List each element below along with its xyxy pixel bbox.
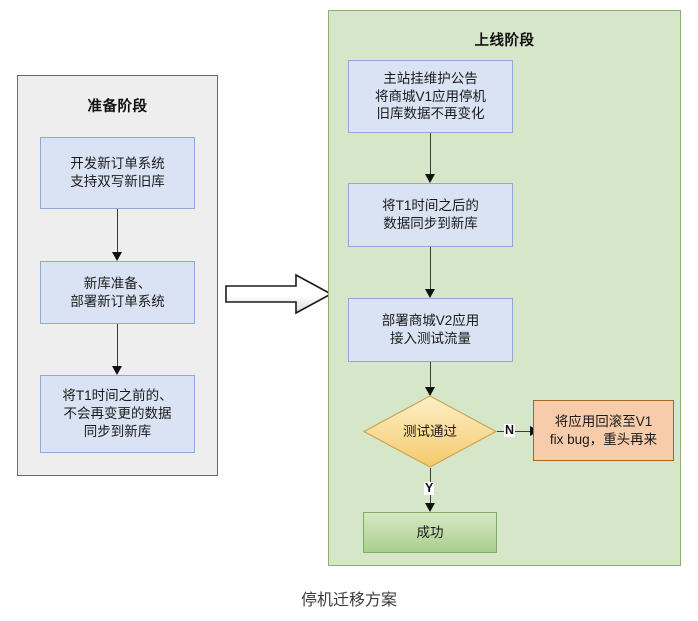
arrowhead-launch-1-2 [425, 174, 435, 183]
arrowhead-prep-2-3 [112, 366, 122, 375]
decision-label: 测试通过 [403, 423, 457, 439]
phase-transition-arrow [225, 273, 333, 315]
connector-prep-1-2 [116, 209, 119, 255]
node-success[interactable]: 成功 [363, 512, 497, 553]
edge-label-yes: Y [424, 481, 435, 495]
node-maintenance-notice[interactable]: 主站挂维护公告 将商城V1应用停机 旧库数据不再变化 [348, 60, 513, 133]
connector-launch-2-3 [429, 247, 432, 292]
prep-phase-title: 准备阶段 [87, 99, 148, 115]
launch-phase-title: 上线阶段 [474, 33, 535, 49]
node-sync-after-t1[interactable]: 将T1时间之后的 数据同步到新库 [348, 183, 513, 247]
node-deploy-v2[interactable]: 部署商城V2应用 接入测试流量 [348, 298, 513, 362]
arrowhead-launch-2-3 [425, 289, 435, 298]
node-test-pass-decision[interactable]: 测试通过 [363, 395, 497, 468]
edge-label-no: N [504, 423, 516, 437]
node-rollback[interactable]: 将应用回滚至V1 fix bug，重头再来 [533, 400, 674, 461]
arrowhead-decision-success [425, 503, 435, 512]
diagram-caption: 停机迁移方案 [300, 592, 397, 609]
arrowhead-launch-3-decision [425, 387, 435, 396]
node-prepare-newdb[interactable]: 新库准备、 部署新订单系统 [40, 261, 195, 324]
connector-prep-2-3 [116, 324, 119, 369]
node-sync-before-t1[interactable]: 将T1时间之前的、 不会再变更的数据 同步到新库 [40, 375, 195, 453]
arrowhead-prep-1-2 [112, 252, 122, 261]
connector-launch-1-2 [429, 133, 432, 177]
diamond-shape [363, 395, 497, 468]
connector-launch-3-decision [429, 362, 432, 395]
node-dev-dual-write[interactable]: 开发新订单系统 支持双写新旧库 [40, 137, 195, 209]
